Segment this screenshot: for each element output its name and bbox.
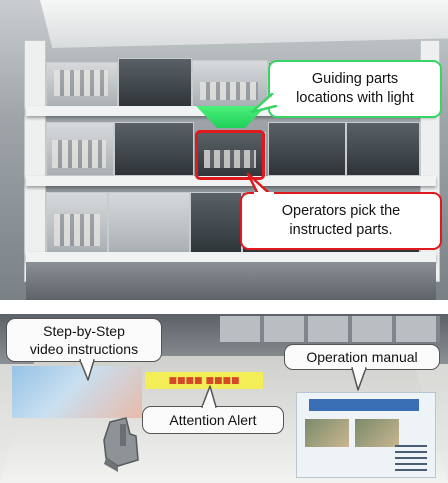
callout-pick-line2: instructed parts.	[289, 222, 393, 238]
shelf-board-3	[26, 252, 436, 262]
bench-back-bins	[220, 316, 440, 342]
rack-hood	[40, 0, 448, 48]
callout-guiding-light: Guiding parts locations with light	[268, 60, 442, 118]
red-target-frame-icon	[195, 130, 265, 180]
callout-guiding-tail	[250, 92, 278, 114]
callout-operation-manual: Operation manual	[284, 344, 440, 370]
workbench-photo: ■■■■ ■■■■ Step-by-Step video instruction…	[0, 314, 448, 483]
parts-row2-3	[204, 150, 256, 168]
callout-video-instructions: Step-by-Step video instructions	[6, 318, 162, 362]
metal-work-part-icon	[103, 417, 139, 472]
manual-title-strip	[309, 399, 419, 411]
projected-manual-area	[296, 392, 436, 478]
bin-row3-3	[190, 192, 242, 254]
rack-left-post	[24, 40, 46, 282]
callout-manual-tail	[351, 366, 367, 391]
alert-glyph-2: ■■■■	[205, 375, 240, 386]
parts-row3-1	[54, 214, 100, 246]
callout-pick-tail	[246, 172, 274, 198]
parts-row1-1	[54, 70, 108, 96]
manual-text-lines	[395, 445, 427, 471]
callout-video-line2: video instructions	[29, 341, 139, 357]
callout-operators-pick: Operators pick the instructed parts.	[240, 192, 442, 250]
callout-video-tail	[79, 358, 95, 381]
manual-image-2	[355, 419, 399, 447]
callout-alert-tail	[201, 385, 217, 409]
callout-attention-alert: Attention Alert	[142, 406, 284, 434]
rack-base	[26, 262, 436, 300]
callout-pick-line1: Operators pick the	[281, 203, 401, 219]
bin-row2-5	[346, 122, 420, 176]
bin-row2-4	[268, 122, 346, 176]
projected-alert-bar: ■■■■ ■■■■	[145, 372, 263, 389]
manual-image-1	[305, 419, 349, 447]
bin-row3-2	[108, 192, 190, 254]
callout-alert-text: Attention Alert	[169, 411, 257, 428]
parts-row1-3	[200, 82, 258, 100]
bin-row2-2	[114, 122, 194, 176]
bin-row1-2	[118, 58, 192, 108]
callout-guiding-line2: locations with light	[296, 90, 414, 106]
parts-rack-photo: Guiding parts locations with light Opera…	[0, 0, 448, 300]
green-light-beam-icon	[196, 106, 266, 128]
callout-video-line1: Step-by-Step	[43, 323, 125, 339]
parts-row2-1	[52, 140, 106, 168]
shelf-board-2	[26, 176, 436, 186]
alert-glyph-1: ■■■■	[168, 375, 203, 386]
callout-manual-text: Operation manual	[306, 348, 418, 365]
projected-video-area	[12, 366, 142, 418]
callout-guiding-line1: Guiding parts	[311, 71, 399, 87]
